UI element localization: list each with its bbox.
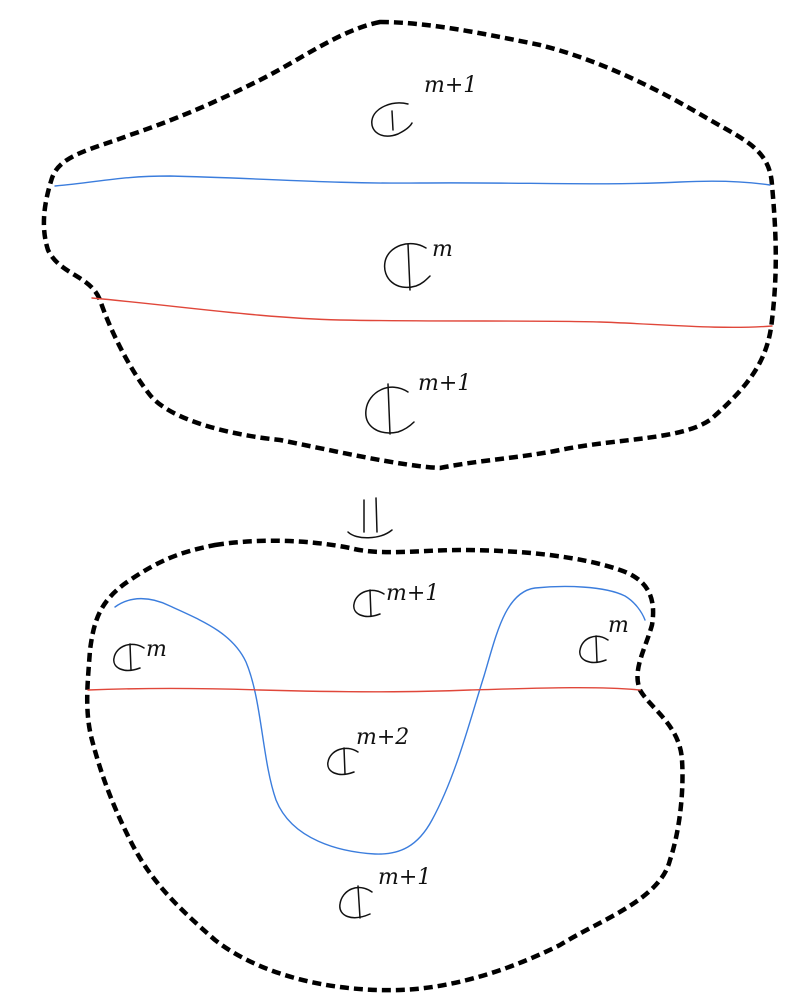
top-region-upper-label: m+1 [371, 73, 477, 137]
top-domain: m+1 m m+1 [41, 19, 779, 471]
bottom-region-center-superscript: m+2 [356, 725, 409, 750]
bottom-region-right-superscript: m [608, 613, 629, 638]
top-region-upper-superscript: m+1 [424, 73, 477, 98]
bottom-region-top-c-symbol [353, 589, 385, 618]
bottom-region-center-c-symbol [327, 747, 359, 776]
bottom-red-curve [87, 686, 641, 693]
bottom-region-left-superscript: m [146, 637, 167, 662]
top-red-curve [91, 297, 773, 329]
equality-bar-right [375, 497, 378, 533]
bottom-region-bottom-superscript: m+1 [378, 865, 431, 890]
bottom-region-left-c-symbol [113, 643, 145, 672]
bottom-region-top-superscript: m+1 [386, 581, 439, 606]
top-region-middle-superscript: m [432, 237, 453, 262]
equality-base [347, 529, 393, 539]
bottom-region-top-c-stroke [369, 589, 372, 617]
top-region-lower-label: m+1 [365, 371, 471, 435]
top-region-middle-c-stroke [407, 243, 411, 291]
equality-symbol: || [347, 497, 393, 539]
top-blue-curve [54, 175, 771, 187]
bottom-domain-boundary [85, 538, 685, 993]
bottom-region-top-label: m+1 [353, 581, 439, 618]
bottom-region-bottom-label: m+1 [339, 865, 431, 919]
top-region-upper-c-stroke [391, 110, 394, 131]
top-region-lower-c-stroke [387, 383, 391, 435]
top-region-middle-c-symbol [383, 242, 431, 289]
bottom-region-right-c-stroke [595, 635, 598, 663]
bottom-blue-curve [114, 585, 646, 855]
bottom-region-left-c-stroke [129, 643, 132, 671]
top-region-middle-label: m [383, 237, 453, 291]
bottom-region-right-label: m [579, 613, 629, 664]
bottom-region-center-label: m+2 [327, 725, 409, 776]
bottom-domain: m+1 m m m+2 m+1 [85, 538, 685, 993]
top-domain-boundary [41, 19, 779, 471]
top-region-lower-superscript: m+1 [418, 371, 471, 396]
top-region-lower-c-symbol [365, 386, 415, 434]
bottom-region-bottom-c-stroke [357, 885, 361, 919]
bottom-region-bottom-c-symbol [339, 886, 373, 919]
bottom-region-right-c-symbol [579, 635, 609, 664]
top-region-upper-c-symbol [371, 102, 413, 137]
bottom-region-center-c-stroke [343, 747, 346, 775]
bottom-region-left-label: m [113, 637, 167, 672]
